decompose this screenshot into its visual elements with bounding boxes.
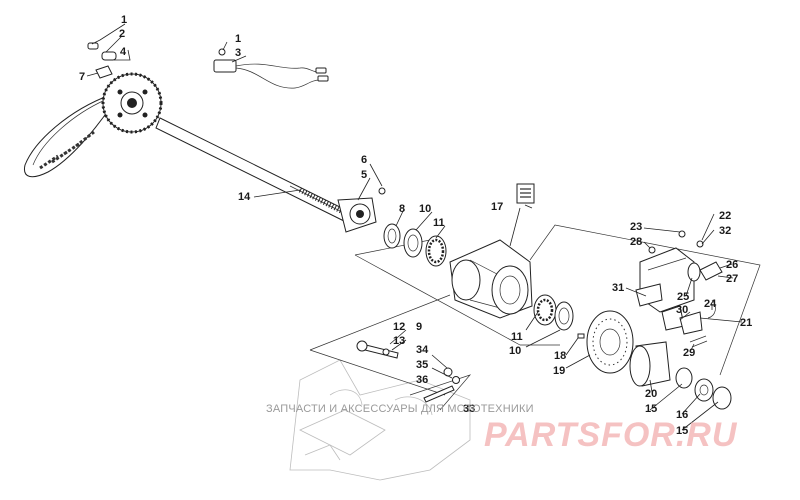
brake-disc (577, 310, 634, 374)
callout-4: 4 (120, 46, 127, 58)
callout-9: 9 (416, 321, 422, 333)
leader-lines (86, 23, 743, 431)
adjuster-hardware (423, 367, 460, 403)
mount-bolt (356, 340, 399, 359)
callout-10: 10 (419, 203, 431, 215)
brake-caliper (635, 230, 723, 348)
callout-6: 6 (361, 154, 367, 166)
bearing-set-rear (533, 294, 574, 331)
watermark-logo: PARTSFOR.RU (484, 416, 738, 454)
callout-25: 25 (677, 291, 689, 303)
sprocket-fasteners (87, 42, 117, 79)
callout-18: 18 (554, 350, 566, 362)
speed-sensor (213, 48, 329, 89)
callout-34: 34 (416, 344, 429, 356)
callout-32: 32 (719, 225, 731, 237)
callout-13: 13 (393, 335, 405, 347)
wheel-hub (629, 341, 732, 410)
callout-28: 28 (630, 236, 642, 248)
axle-shaft (155, 117, 351, 223)
flange-housing (337, 187, 386, 233)
drive-chain (23, 94, 113, 178)
chassis-outline (289, 359, 471, 481)
callout-5: 5 (361, 169, 367, 181)
callout-2: 2 (119, 28, 125, 40)
callout-23: 23 (630, 221, 642, 233)
callout-12: 12 (393, 321, 405, 333)
callout-20: 20 (645, 388, 657, 400)
callout-30: 30 (676, 304, 688, 316)
callout-36: 36 (416, 374, 428, 386)
callout-24: 24 (704, 298, 717, 310)
callout-1-sensor: 1 (235, 33, 241, 45)
callout-26: 26 (726, 259, 738, 271)
callout-22: 22 (719, 210, 731, 222)
callout-33: 33 (463, 403, 475, 415)
callout-21: 21 (740, 317, 752, 329)
callout-11-rear: 11 (511, 331, 523, 343)
callout-labels: 1 2 4 7 1 3 14 6 5 8 10 11 17 9 11 10 12… (79, 14, 752, 437)
callout-8: 8 (399, 203, 405, 215)
callout-19: 19 (553, 365, 565, 377)
callout-17: 17 (491, 201, 503, 213)
warning-decal (516, 183, 535, 204)
callout-35: 35 (416, 359, 428, 371)
callout-27: 27 (726, 273, 738, 285)
callout-3: 3 (235, 47, 241, 59)
callout-11: 11 (433, 217, 445, 229)
callout-7: 7 (79, 71, 85, 83)
bearing-set-front (383, 223, 447, 267)
axle-housing (449, 239, 533, 319)
callout-10-rear: 10 (509, 345, 521, 357)
sprocket (101, 72, 163, 134)
callout-15: 15 (645, 403, 657, 415)
callout-29: 29 (683, 347, 695, 359)
callout-16: 16 (676, 409, 688, 421)
callout-1: 1 (121, 14, 127, 26)
watermark-caption: ЗАПЧАСТИ И АКСЕССУАРЫ ДЛЯ МОТОТЕХНИКИ (266, 403, 534, 415)
callout-14: 14 (238, 191, 251, 203)
callout-15-outer: 15 (676, 425, 688, 437)
callout-31: 31 (612, 282, 624, 294)
